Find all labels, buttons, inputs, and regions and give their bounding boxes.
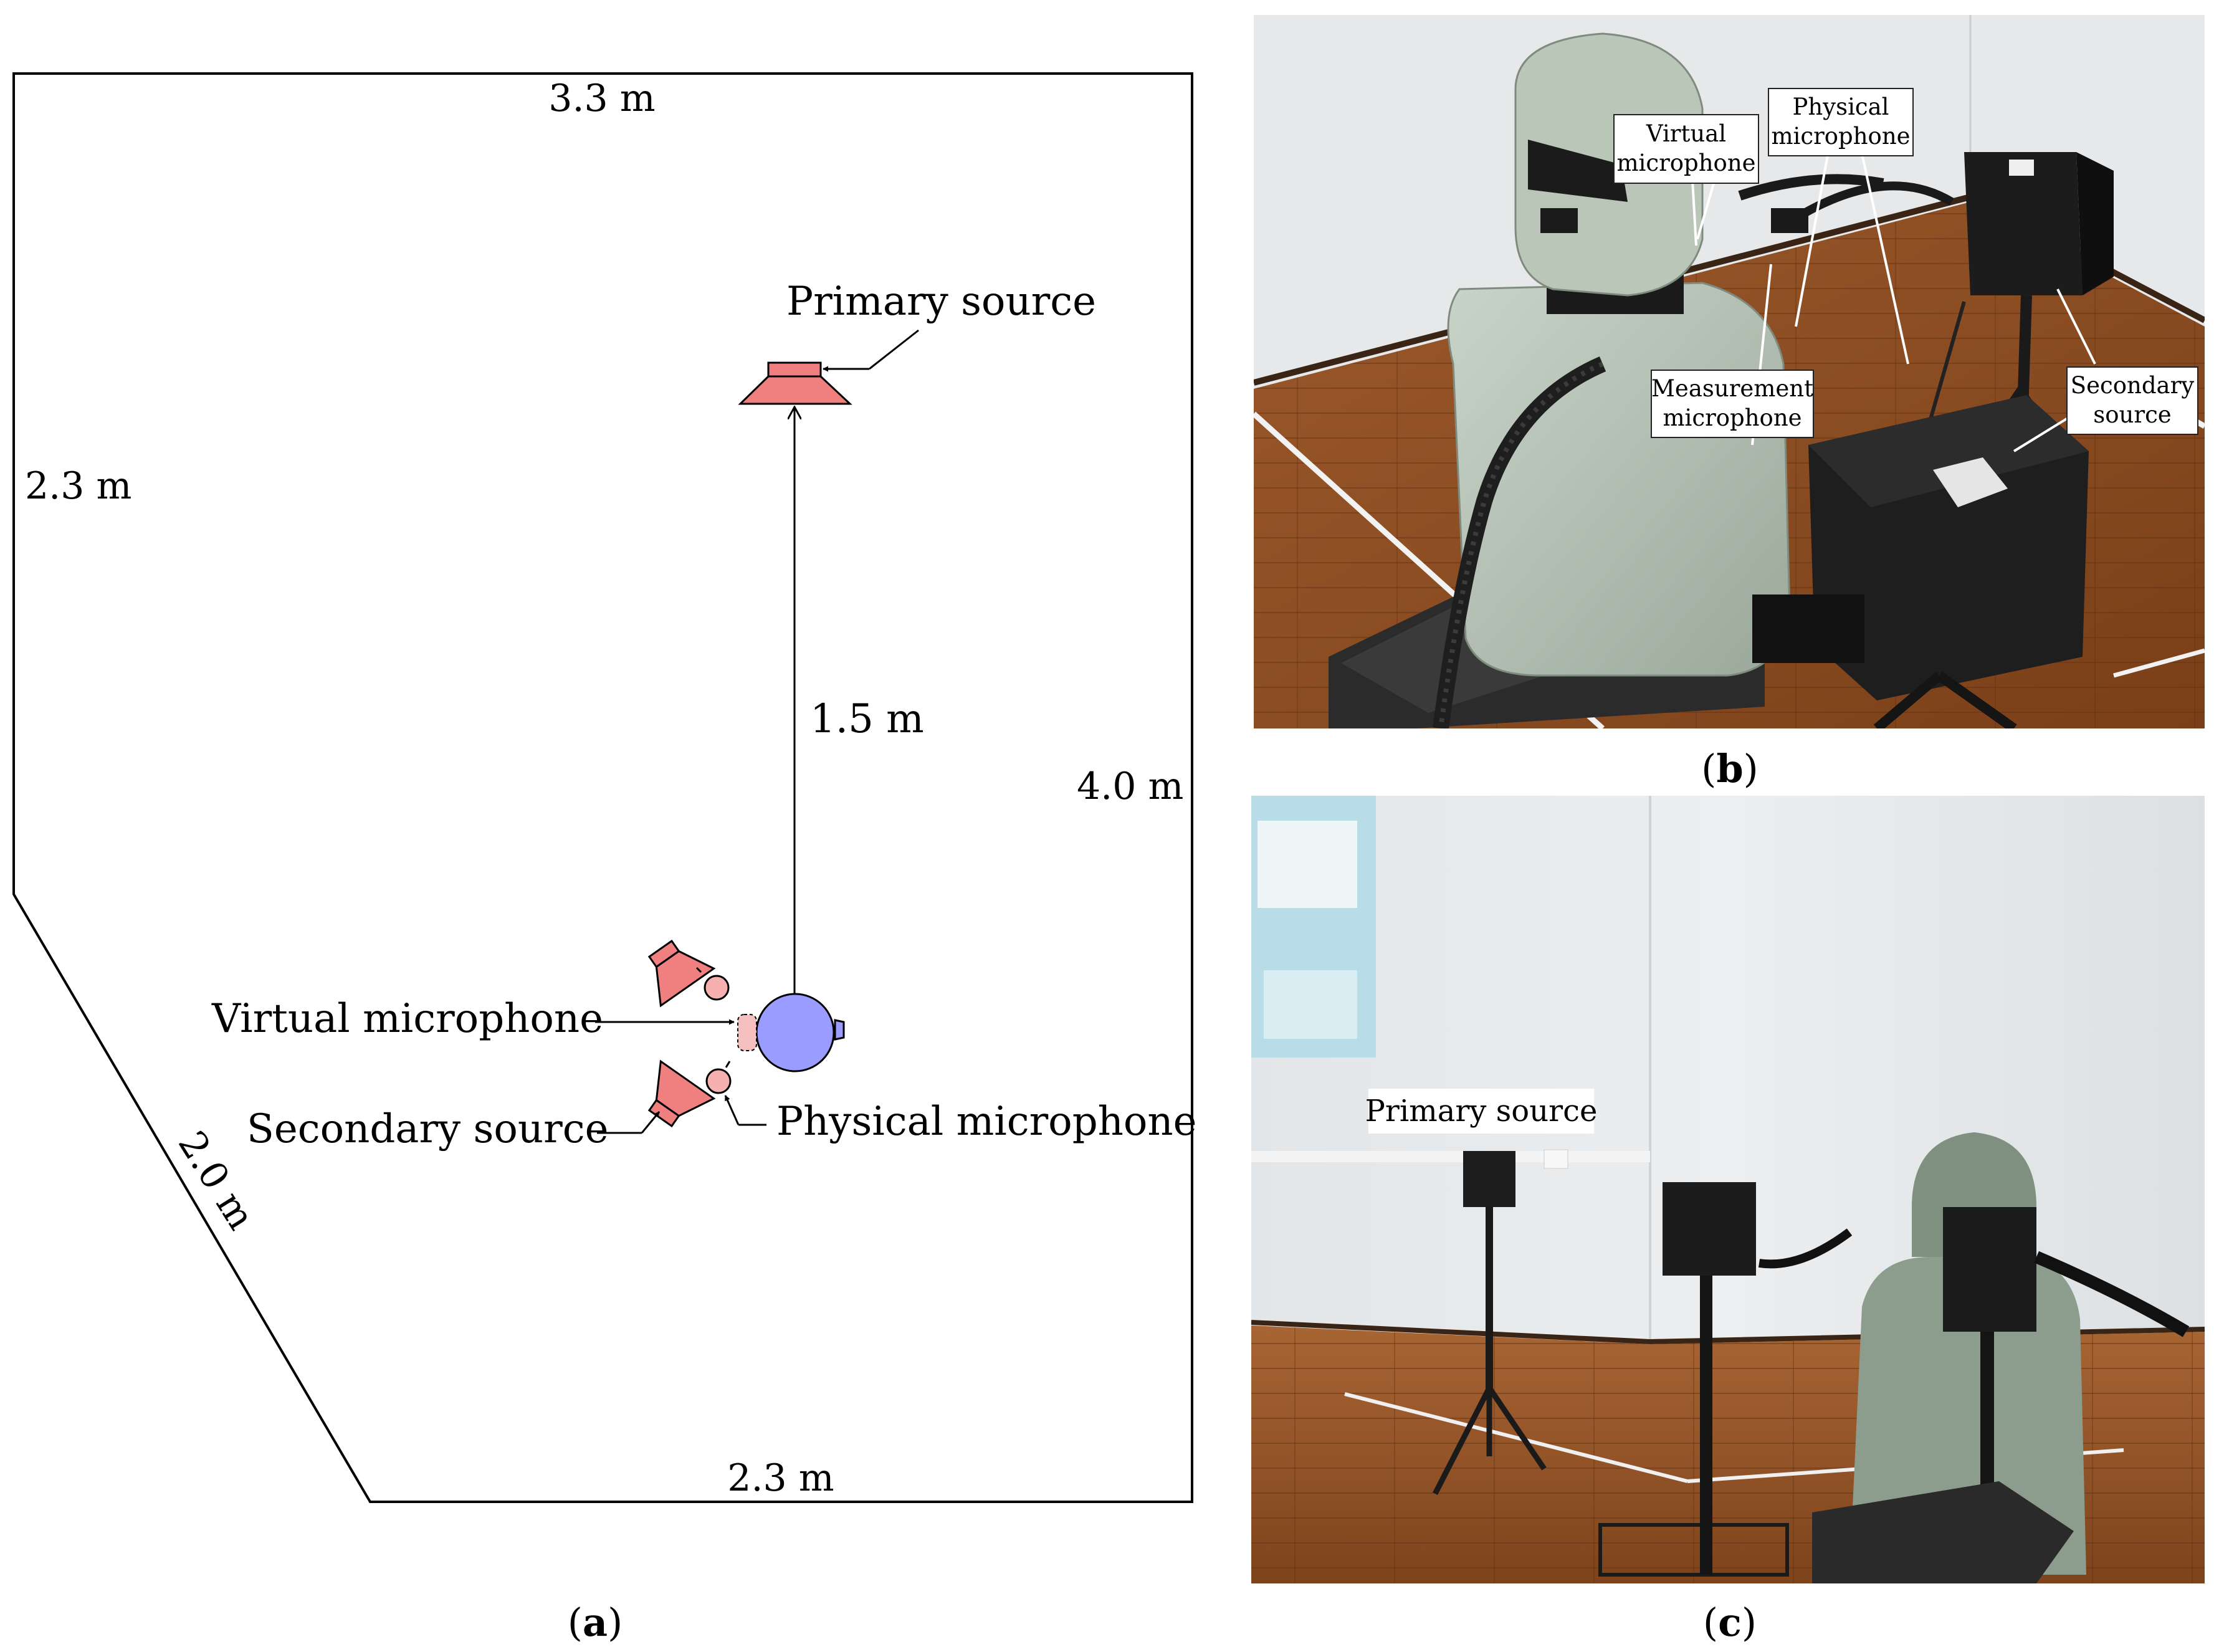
label-primary-source-c: Primary source: [1365, 1089, 1598, 1134]
secondary-source-label: Secondary source: [247, 1106, 608, 1152]
dimension-bottom: 2.3 m: [727, 1456, 834, 1500]
caption-a: (a): [568, 1600, 623, 1645]
dimension-left: 2.3 m: [25, 464, 131, 508]
physical-microphone-arrow-diag: [724, 1095, 740, 1125]
svg-text:Secondary: Secondary: [2071, 372, 2195, 399]
panel-b-photo: Virtual microphone Physical microphone M…: [1254, 15, 2205, 791]
label-secondary-source-b: Secondary source: [2066, 366, 2198, 435]
secondary-source-lower: [647, 1059, 716, 1128]
svg-text:source: source: [2093, 401, 2171, 428]
svg-text:microphone: microphone: [1663, 404, 1801, 431]
secondary-source-upper: [647, 939, 716, 1008]
caption-c: (c): [1703, 1600, 1757, 1645]
panel-c-photo: Primary source (c): [1251, 796, 2205, 1645]
virtual-microphone-marker: [737, 1014, 757, 1051]
panel-a-diagram: 3.3 m 2.3 m 4.0 m 2.0 m 2.3 m Primary so…: [12, 72, 1197, 1645]
virtual-microphone-label: Virtual microphone: [211, 996, 603, 1042]
svg-text:microphone: microphone: [1771, 123, 1910, 150]
caption-b: (b): [1701, 746, 1758, 791]
label-physical-microphone-b: Physical microphone: [1768, 88, 1914, 156]
room-outline: [12, 72, 1193, 1503]
dimension-top: 3.3 m: [548, 77, 655, 120]
label-virtual-microphone-b: Virtual microphone: [1613, 114, 1759, 184]
label-measurement-microphone-b: Measurement microphone: [1651, 370, 1814, 438]
svg-text:Measurement: Measurement: [1651, 375, 1813, 402]
primary-source-label: Primary source: [786, 279, 1096, 325]
svg-text:Virtual: Virtual: [1646, 120, 1726, 147]
primary-source-pointer: [869, 329, 919, 370]
physical-microphone-label: Physical microphone: [776, 1099, 1197, 1145]
primary-source-speaker: [738, 361, 852, 405]
svg-text:Primary source: Primary source: [1365, 1094, 1598, 1129]
svg-text:Physical: Physical: [1792, 93, 1889, 120]
svg-text:microphone: microphone: [1616, 150, 1755, 176]
physical-microphone-lower: [705, 1061, 732, 1094]
head-top-view: [755, 993, 845, 1072]
distance-label: 1.5 m: [810, 696, 924, 742]
physical-microphone-upper: [695, 967, 730, 1001]
secondary-source-arrow-diag: [641, 1111, 661, 1134]
dimension-right: 4.0 m: [1077, 765, 1183, 808]
